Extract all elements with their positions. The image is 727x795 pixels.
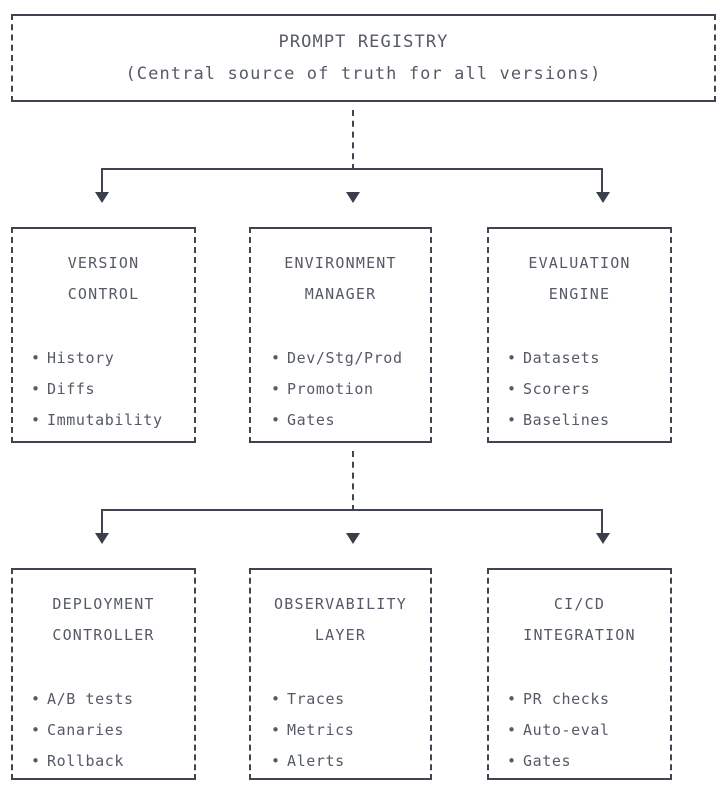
node-deployment-controller: DEPLOYMENT CONTROLLER • A/B tests • Canari… (11, 568, 196, 780)
node-title-line2: MANAGER (304, 285, 377, 303)
bullet-icon: • (271, 380, 281, 398)
list-item: • Metrics (271, 715, 430, 746)
node-observability-layer: OBSERVABILITY LAYER • Traces • Metrics • Al… (249, 568, 432, 780)
bullet-icon: • (271, 349, 281, 367)
arrow-down-icon-to-environment-manager (346, 192, 360, 203)
bullet-icon: • (507, 349, 517, 367)
node-environment-manager: ENVIRONMENT MANAGER • Dev/Stg/Prod • Promo… (249, 227, 432, 443)
node-title-line1: ENVIRONMENT (284, 254, 397, 272)
connector-stem-bottom (352, 451, 356, 511)
arrow-down-icon-to-deployment-controller (95, 533, 109, 544)
bullet-icon: • (271, 721, 281, 739)
list-item: • Baselines (507, 405, 670, 436)
bullet-icon: • (271, 411, 281, 429)
node-bullet-list: • History • Diffs • Immutability (13, 343, 194, 436)
node-cicd-integration: CI/CD INTEGRATION • PR checks • Auto-eval … (487, 568, 672, 780)
node-prompt-registry: PROMPT REGISTRY (Central source of truth… (11, 14, 716, 102)
node-title-line2: ENGINE (548, 285, 611, 303)
bullet-icon: • (31, 721, 41, 739)
node-bullet-list: • A/B tests • Canaries • Rollback (13, 684, 194, 777)
bullet-icon: • (507, 690, 517, 708)
list-item-label: Dev/Stg/Prod (287, 349, 403, 367)
list-item-label: Alerts (287, 752, 345, 770)
node-bullet-list: • Dev/Stg/Prod • Promotion • Gates (251, 343, 430, 436)
list-item-label: History (47, 349, 115, 367)
list-item-label: Rollback (47, 752, 125, 770)
list-item-label: Diffs (47, 380, 96, 398)
bullet-icon: • (31, 690, 41, 708)
arrow-down-icon-to-observability-layer (346, 533, 360, 544)
list-item-label: A/B tests (47, 690, 134, 708)
list-item-label: Traces (287, 690, 345, 708)
connector-stem-top (352, 110, 356, 170)
bullet-icon: • (271, 690, 281, 708)
arrow-down-icon-to-version-control (95, 192, 109, 203)
list-item: • Auto-eval (507, 715, 670, 746)
list-item: • Alerts (271, 746, 430, 777)
list-item-label: Metrics (287, 721, 355, 739)
node-title-line1: DEPLOYMENT (52, 595, 155, 613)
connector-bus-bottom (101, 509, 603, 533)
node-title-line2: INTEGRATION (523, 626, 636, 644)
node-title-line1: OBSERVABILITY (274, 595, 407, 613)
node-title-line2: CONTROLLER (52, 626, 155, 644)
node-bullet-list: • PR checks • Auto-eval • Gates (489, 684, 670, 777)
node-title-line1: CI/CD (553, 595, 606, 613)
list-item-label: Datasets (523, 349, 601, 367)
list-item-label: Promotion (287, 380, 374, 398)
list-item: • Diffs (31, 374, 194, 405)
node-evaluation-engine: EVALUATION ENGINE • Datasets • Scorers • Ba… (487, 227, 672, 443)
prompt-registry-subtitle: (Central source of truth for all version… (125, 64, 602, 84)
bullet-icon: • (507, 721, 517, 739)
bullet-icon: • (31, 349, 41, 367)
list-item: • Gates (507, 746, 670, 777)
list-item: • Datasets (507, 343, 670, 374)
list-item: • Promotion (271, 374, 430, 405)
bullet-icon: • (507, 752, 517, 770)
node-title-line2: CONTROL (67, 285, 140, 303)
list-item: • Rollback (31, 746, 194, 777)
node-title-line1: EVALUATION (528, 254, 631, 272)
list-item: • Canaries (31, 715, 194, 746)
node-bullet-list: • Datasets • Scorers • Baselines (489, 343, 670, 436)
connector-bus-top (101, 168, 603, 192)
list-item-label: Gates (287, 411, 336, 429)
list-item: • Dev/Stg/Prod (271, 343, 430, 374)
arrow-down-icon-to-evaluation-engine (596, 192, 610, 203)
list-item: • A/B tests (31, 684, 194, 715)
list-item-label: Baselines (523, 411, 610, 429)
bullet-icon: • (271, 752, 281, 770)
bullet-icon: • (507, 411, 517, 429)
bullet-icon: • (507, 380, 517, 398)
list-item: • Traces (271, 684, 430, 715)
node-bullet-list: • Traces • Metrics • Alerts (251, 684, 430, 777)
bullet-icon: • (31, 380, 41, 398)
list-item-label: Gates (523, 752, 572, 770)
list-item-label: Canaries (47, 721, 125, 739)
arrow-down-icon-to-cicd-integration (596, 533, 610, 544)
list-item: • Immutability (31, 405, 194, 436)
prompt-registry-title: PROMPT REGISTRY (278, 32, 449, 52)
list-item: • PR checks (507, 684, 670, 715)
list-item-label: PR checks (523, 690, 610, 708)
list-item: • Gates (271, 405, 430, 436)
bullet-icon: • (31, 411, 41, 429)
list-item-label: Immutability (47, 411, 163, 429)
node-version-control: VERSION CONTROL • History • Diffs • Immutab… (11, 227, 196, 443)
bullet-icon: • (31, 752, 41, 770)
node-title-line1: VERSION (67, 254, 140, 272)
list-item-label: Auto-eval (523, 721, 610, 739)
list-item: • Scorers (507, 374, 670, 405)
node-title-line2: LAYER (314, 626, 367, 644)
list-item: • History (31, 343, 194, 374)
list-item-label: Scorers (523, 380, 591, 398)
